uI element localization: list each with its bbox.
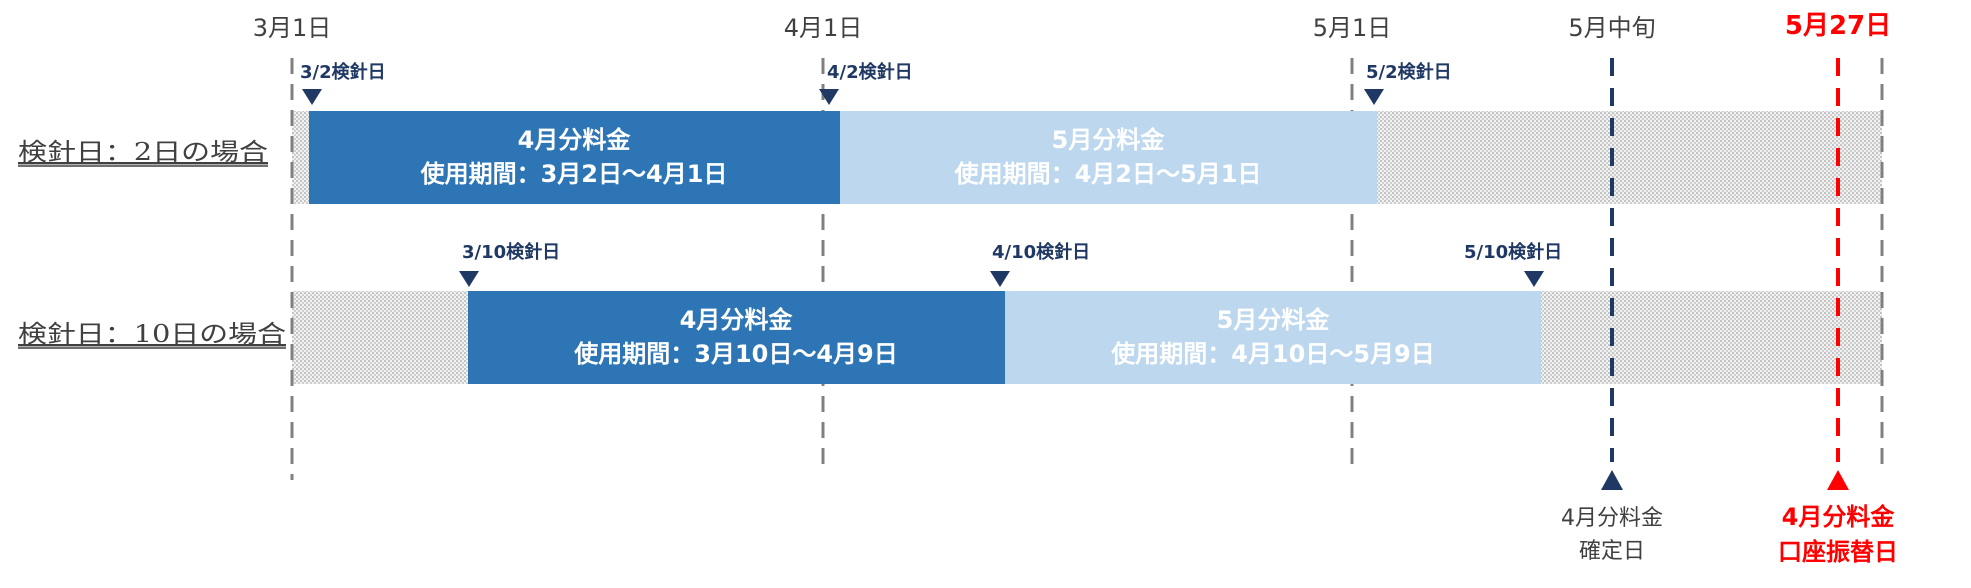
row-day2-label: 検針日：2日の場合 <box>18 138 268 166</box>
day10-may-reading-label: 5/10検針日 <box>1464 241 1562 263</box>
day2-april-bill-title: 4月分料金 <box>518 126 632 154</box>
day10-may-bill-period: 使用期間：4月10日～5月9日 <box>1110 340 1435 368</box>
day10-april-bill-bar <box>468 291 1005 384</box>
day10-may-bill-bar <box>1005 291 1541 384</box>
day2-april-bill-bar <box>309 111 840 204</box>
day2-mar-reading-label: 3/2検針日 <box>300 61 386 83</box>
debit-date-label-line1: 4月分料金 <box>1782 503 1896 531</box>
day10-may-reading-triangle-icon <box>1524 271 1544 287</box>
day10-mar-reading-label: 3/10検針日 <box>462 241 560 263</box>
apr1-label: 4月1日 <box>784 14 863 42</box>
day2-may-bill-bar <box>840 111 1377 204</box>
day2-apr-reading-triangle-icon <box>819 89 839 105</box>
may1-label: 5月1日 <box>1313 14 1392 42</box>
day2-may-reading-label: 5/2検針日 <box>1366 61 1452 83</box>
day10-apr-reading-triangle-icon <box>990 271 1010 287</box>
day2-may-bill-period: 使用期間：4月2日～5月1日 <box>954 160 1262 188</box>
may-mid-label: 5月中旬 <box>1568 14 1655 42</box>
day2-may-bill-title: 5月分料金 <box>1052 126 1166 154</box>
day2-april-bill-period: 使用期間：3月2日～4月1日 <box>420 160 728 188</box>
day10-mar-reading-triangle-icon <box>459 271 479 287</box>
mar1-label: 3月1日 <box>253 14 332 42</box>
debit-date-label-line2: 口座振替日 <box>1778 538 1898 566</box>
day10-april-bill-period: 使用期間：3月10日～4月9日 <box>573 340 898 368</box>
day10-apr-reading-label: 4/10検針日 <box>992 241 1090 263</box>
confirm-date-label-line2: 確定日 <box>1579 539 1645 564</box>
day2-mar-reading-triangle-icon <box>302 89 322 105</box>
confirm-date-label-line1: 4月分料金 <box>1561 506 1663 531</box>
day10-may-bill-title: 5月分料金 <box>1217 306 1331 334</box>
day2-may-reading-triangle-icon <box>1364 89 1384 105</box>
day10-april-bill-title: 4月分料金 <box>680 306 794 334</box>
confirm-date-up-triangle-icon <box>1601 470 1623 490</box>
day2-apr-reading-label: 4/2検針日 <box>827 61 913 83</box>
debit-date-up-triangle-icon <box>1827 470 1849 490</box>
row-day10-label: 検針日：10日の場合 <box>18 320 286 348</box>
may27-label: 5月27日 <box>1785 11 1891 41</box>
